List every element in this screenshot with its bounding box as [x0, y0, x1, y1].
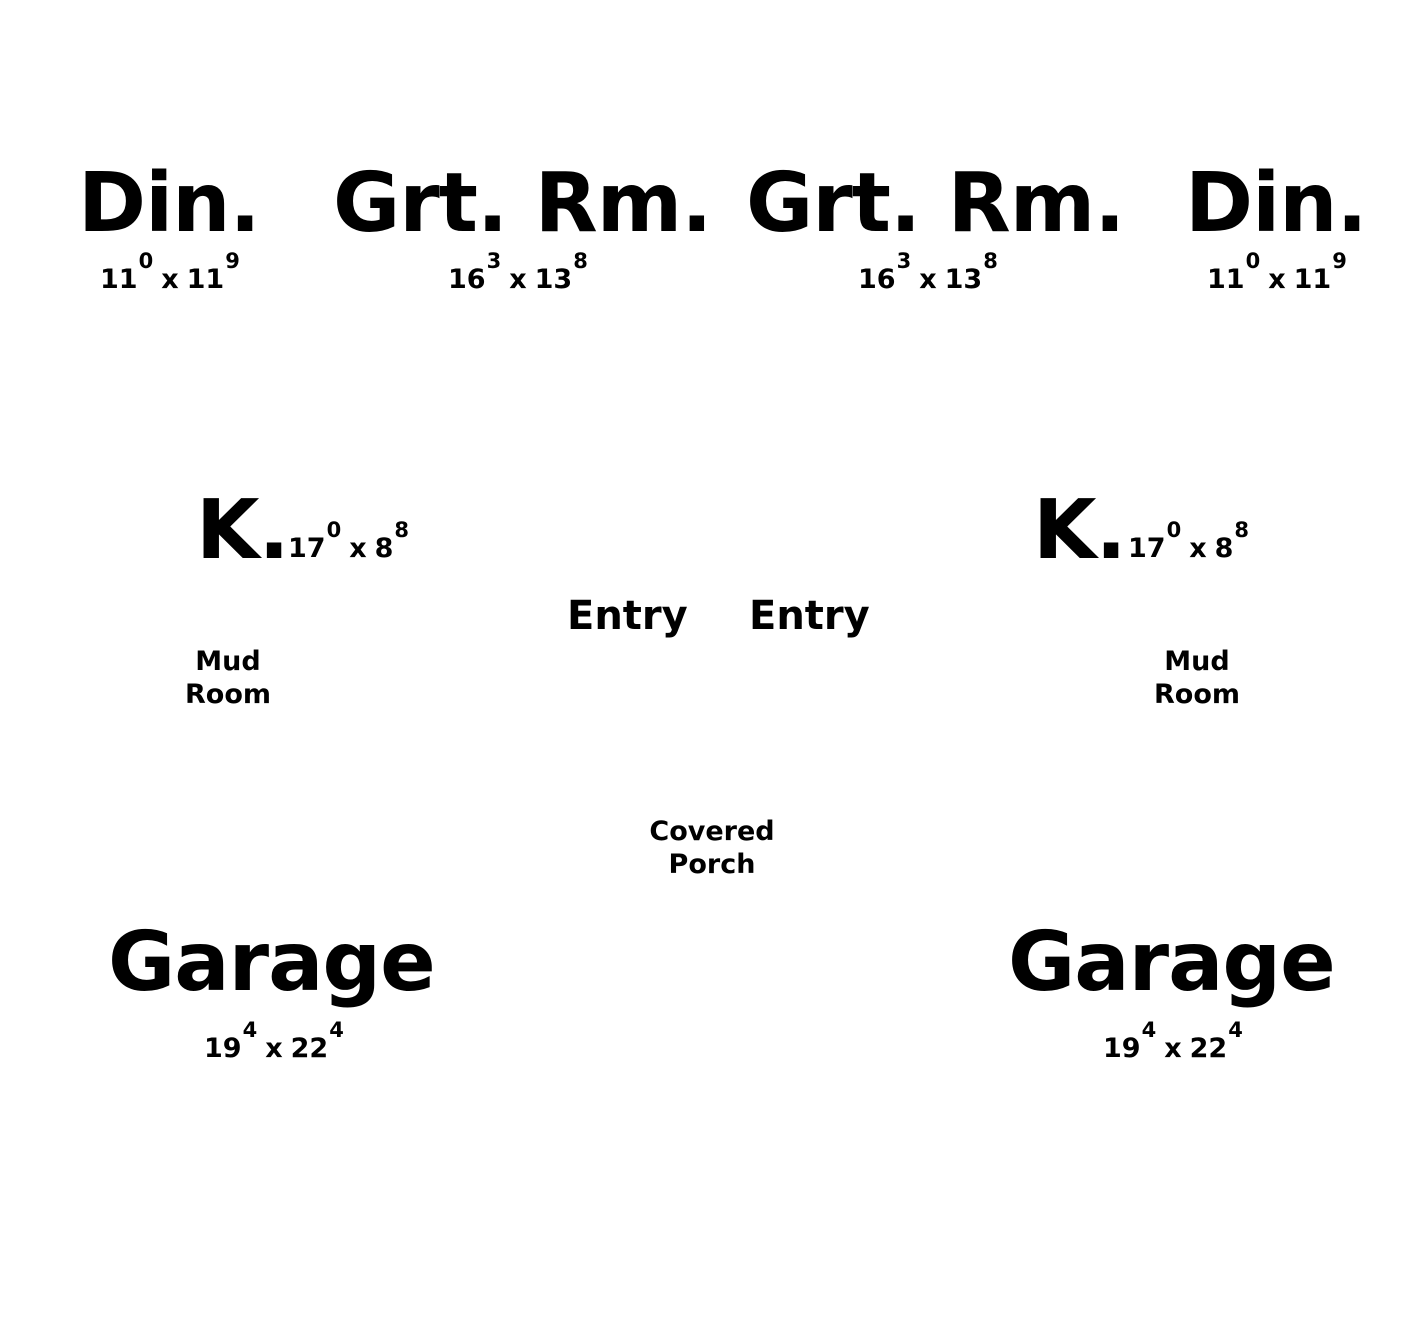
dim-length-inches: 4 [329, 1018, 344, 1042]
label-line-2: Room [184, 679, 272, 710]
label-line-1: Covered [649, 816, 775, 847]
dim-length: 11 [186, 264, 225, 295]
room-label-dining-right: Din. [1185, 156, 1368, 251]
dim-length-inches: 9 [225, 249, 240, 273]
room-label-great-room-left: Grt. Rm. [333, 156, 712, 251]
dim-width-inches: 3 [486, 249, 502, 273]
dim-times: x [509, 264, 527, 295]
dim-times: x [919, 264, 937, 295]
dim-width-inches: 4 [1141, 1018, 1157, 1042]
dim-times: x [349, 533, 367, 564]
dim-times: x [1164, 1033, 1182, 1064]
label-line-1: Mud [1164, 646, 1230, 677]
dim-width-inches: 4 [242, 1018, 258, 1042]
dim-length-inches: 8 [573, 249, 588, 273]
room-label-kitchen-left: K. [196, 483, 290, 578]
dim-length: 13 [944, 264, 983, 295]
room-label-garage-left: Garage [108, 915, 436, 1010]
label-line-1: Mud [195, 646, 261, 677]
room-label-covered-porch: Covered Porch [632, 815, 792, 881]
room-label-garage-right: Garage [1008, 915, 1336, 1010]
dim-width: 19 [1103, 1033, 1141, 1064]
dim-length: 8 [374, 533, 394, 564]
room-label-entry-left: Entry [567, 593, 688, 639]
dim-length-inches: 8 [1234, 518, 1250, 542]
dim-width-inches: 0 [1166, 518, 1182, 542]
dim-width-inches: 3 [896, 249, 912, 273]
dim-width: 11 [100, 264, 138, 295]
room-label-kitchen-right: K. [1033, 483, 1127, 578]
dim-width: 19 [204, 1033, 242, 1064]
dim-times: x [161, 264, 179, 295]
room-label-mud-room-right: Mud Room [1137, 645, 1257, 711]
room-label-dining-left: Din. [78, 156, 261, 251]
label-line-2: Porch [668, 849, 756, 880]
label-line-2: Room [1153, 679, 1241, 710]
room-label-entry-right: Entry [749, 593, 870, 639]
dim-width-inches: 0 [326, 518, 342, 542]
room-label-mud-room-left: Mud Room [168, 645, 288, 711]
dim-width: 17 [1128, 533, 1166, 564]
dim-times: x [265, 1033, 283, 1064]
dim-times: x [1189, 533, 1207, 564]
dim-width-inches: 0 [1245, 249, 1261, 273]
dim-length-inches: 4 [1228, 1018, 1243, 1042]
dim-length-inches: 8 [983, 249, 998, 273]
dim-width-inches: 0 [138, 249, 154, 273]
dim-times: x [1268, 264, 1286, 295]
dim-length: 22 [290, 1033, 329, 1064]
room-label-great-room-right: Grt. Rm. [746, 156, 1125, 251]
dim-length: 8 [1214, 533, 1234, 564]
dim-width: 17 [288, 533, 326, 564]
dim-length-inches: 9 [1332, 249, 1347, 273]
dim-width: 11 [1207, 264, 1245, 295]
dim-width: 16 [858, 264, 896, 295]
dim-width: 16 [448, 264, 486, 295]
dim-length-inches: 8 [394, 518, 410, 542]
dim-length: 13 [534, 264, 573, 295]
dim-length: 11 [1293, 264, 1332, 295]
dim-length: 22 [1189, 1033, 1228, 1064]
